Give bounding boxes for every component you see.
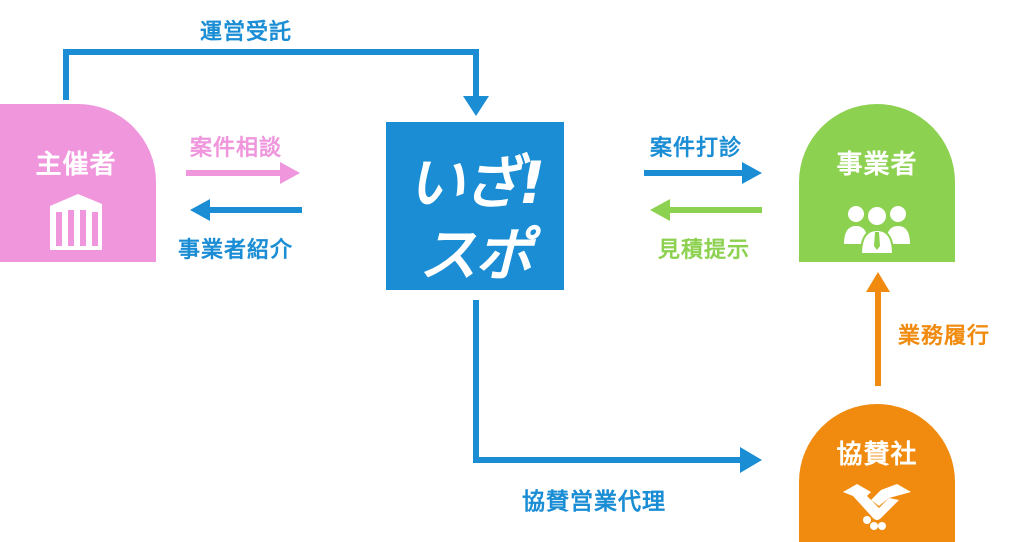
business-label: 事業者 bbox=[836, 150, 918, 180]
execution-label: 業務履行 bbox=[898, 324, 991, 349]
sponsor-label: 協賛社 bbox=[836, 440, 918, 470]
sponsor-sales-arrowhead bbox=[740, 447, 762, 473]
center-logo-node: いざ! スポ bbox=[386, 122, 564, 290]
center-logo-line2: スポ bbox=[418, 221, 533, 289]
introduce-label: 事業者紹介 bbox=[178, 238, 294, 263]
sponsor-sales-label: 協賛営業代理 bbox=[522, 489, 666, 515]
organizer-label: 主催者 bbox=[35, 150, 117, 180]
operation-label: 運営受託 bbox=[200, 20, 293, 45]
execution-arrowhead bbox=[866, 272, 890, 292]
building-icon bbox=[50, 194, 102, 250]
handshake-icon bbox=[843, 484, 911, 530]
center-logo-line1: いざ! bbox=[406, 149, 545, 217]
consult-arrow-shaft bbox=[186, 170, 282, 176]
introduce-arrow-shaft bbox=[208, 207, 302, 213]
consult-label: 案件相談 bbox=[190, 136, 283, 161]
sponsor-sales-connector bbox=[473, 300, 742, 463]
operation-connector bbox=[63, 49, 479, 100]
business-node: 事業者 bbox=[799, 104, 955, 262]
consult-arrowhead bbox=[280, 162, 300, 184]
sponsor-node: 協賛社 bbox=[799, 404, 955, 542]
operation-arrowhead bbox=[463, 96, 489, 116]
estimate-arrowhead bbox=[650, 199, 670, 221]
introduce-arrowhead bbox=[190, 199, 210, 221]
estimate-arrow-shaft bbox=[668, 207, 762, 213]
people-icon bbox=[844, 205, 910, 255]
sound-out-label: 案件打診 bbox=[650, 136, 743, 161]
execution-arrow-shaft bbox=[875, 290, 881, 386]
estimate-label: 見積提示 bbox=[658, 238, 751, 263]
organizer-node: 主催者 bbox=[0, 104, 156, 262]
sound-out-arrowhead bbox=[742, 162, 762, 184]
sound-out-arrow-shaft bbox=[644, 170, 744, 176]
